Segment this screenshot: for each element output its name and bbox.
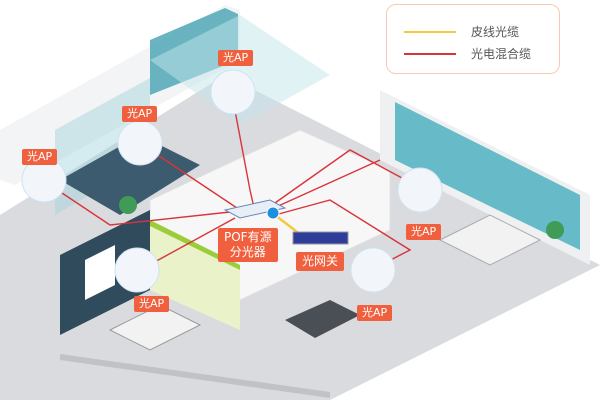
ap-icon [114,247,160,293]
gateway-label: 光网关 [296,252,345,271]
splitter-label-line1: POF有源 [224,230,272,244]
red-line-swatch [404,52,456,55]
ap-label: 光AP [134,296,170,312]
desk-bottom [285,300,360,338]
power-icon [266,206,280,220]
lab-room [150,220,240,330]
lab-room-stripe [150,220,240,270]
floor-front-edge [60,354,330,398]
legend-label: 光电混合缆 [471,47,532,61]
optical-gateway-device [292,231,349,245]
window-right [395,102,580,250]
desk-right [438,214,542,266]
ap-label: 光AP [122,106,158,122]
cable-ap4 [264,149,416,211]
ap-label: 光AP [406,224,442,240]
cable-extra [264,159,381,213]
legend: 皮线光缆 光电混合缆 [386,4,560,74]
cable-ap3 [49,184,231,226]
legend-item-hybrid-cable: 光电混合缆 [387,45,531,62]
desk-meeting [108,304,202,351]
access-points [21,69,443,293]
pof-splitter-device [223,199,287,219]
legend-item-drop-cable: 皮线光缆 [387,23,519,40]
ap-label: 光AP [218,50,254,66]
cable-ap2 [149,149,241,211]
ap-label: 光AP [357,305,393,321]
ap-icon [397,167,443,213]
whiteboard [85,245,115,300]
yellow-line-swatch [404,30,456,33]
room-top-glass [150,15,330,125]
ap-icon [350,247,396,293]
pof-splitter-label: POF有源 分光器 [218,228,278,262]
splitter-label-line2: 分光器 [229,245,266,259]
room-dark-floor [60,135,200,215]
plant [119,196,137,214]
ap-icon [210,69,256,115]
plant [546,221,564,239]
legend-label: 皮线光缆 [471,25,520,39]
ap-label: 光AP [22,149,58,165]
ap-icon [117,120,163,166]
